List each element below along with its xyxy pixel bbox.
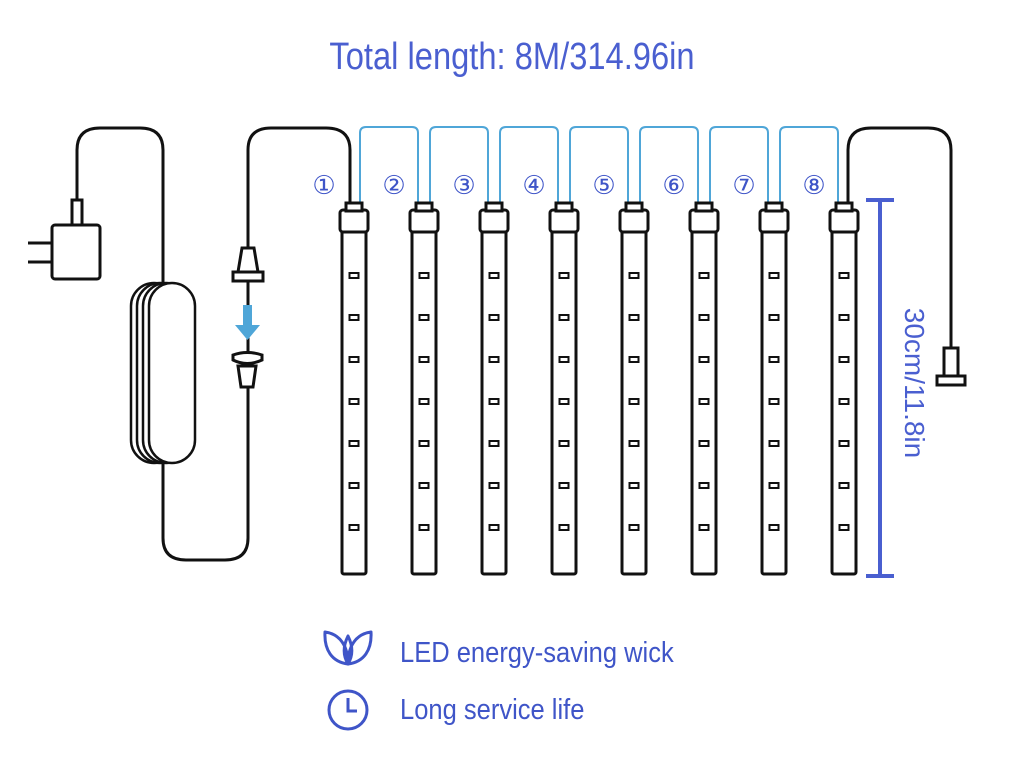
tube-number: ⑤ bbox=[592, 171, 615, 201]
led-tube bbox=[548, 201, 580, 576]
led-chip bbox=[698, 398, 710, 405]
link-wire bbox=[709, 126, 769, 204]
tube-number: ⑧ bbox=[802, 171, 825, 201]
link-wire bbox=[569, 126, 629, 204]
led-chip bbox=[698, 314, 710, 321]
led-tube bbox=[408, 201, 440, 576]
led-chip bbox=[488, 314, 500, 321]
led-chip bbox=[348, 356, 360, 363]
link-wire bbox=[359, 126, 419, 204]
led-tube bbox=[478, 201, 510, 576]
led-chip bbox=[768, 398, 780, 405]
led-chip bbox=[348, 272, 360, 279]
led-chip bbox=[488, 356, 500, 363]
cable-coil bbox=[129, 281, 197, 465]
led-chip bbox=[418, 524, 430, 531]
led-chip bbox=[348, 398, 360, 405]
led-chip bbox=[348, 314, 360, 321]
connect-arrow bbox=[235, 305, 260, 340]
end-connector bbox=[935, 346, 967, 387]
power-adapter bbox=[28, 198, 102, 281]
led-chip bbox=[558, 314, 570, 321]
led-chip bbox=[418, 314, 430, 321]
leaf-icon bbox=[323, 630, 373, 666]
clock-icon bbox=[327, 689, 369, 731]
led-chip bbox=[838, 524, 850, 531]
link-wire bbox=[499, 126, 559, 204]
tube-number: ④ bbox=[522, 171, 545, 201]
led-chip bbox=[418, 482, 430, 489]
led-chip bbox=[418, 272, 430, 279]
page-title: Total length: 8M/314.96in bbox=[329, 36, 695, 78]
led-chip bbox=[838, 314, 850, 321]
led-chip bbox=[698, 272, 710, 279]
led-chip bbox=[348, 524, 360, 531]
led-chip bbox=[838, 356, 850, 363]
led-tubes bbox=[338, 201, 860, 576]
tail-cable bbox=[846, 126, 953, 348]
led-tube bbox=[688, 201, 720, 576]
tube-number: ⑥ bbox=[662, 171, 685, 201]
dimension-label: 30cm/11.8in bbox=[899, 308, 930, 458]
led-chip bbox=[628, 398, 640, 405]
power-cable bbox=[75, 126, 352, 562]
led-chip bbox=[558, 440, 570, 447]
led-chip bbox=[838, 482, 850, 489]
tube-numbers: ① ② ③ ④ ⑤ ⑥ ⑦ ⑧ bbox=[312, 171, 825, 201]
led-chip bbox=[488, 482, 500, 489]
led-chip bbox=[628, 314, 640, 321]
led-chip bbox=[768, 482, 780, 489]
led-chip bbox=[558, 482, 570, 489]
link-wire bbox=[429, 126, 489, 204]
led-chip bbox=[558, 272, 570, 279]
led-chip bbox=[418, 440, 430, 447]
led-chip bbox=[488, 272, 500, 279]
tube-number: ⑦ bbox=[732, 171, 755, 201]
feature-service-life: Long service life bbox=[400, 694, 585, 726]
led-chip bbox=[838, 440, 850, 447]
led-chip bbox=[838, 272, 850, 279]
led-chip bbox=[348, 482, 360, 489]
link-wire bbox=[639, 126, 699, 204]
led-chip bbox=[628, 356, 640, 363]
led-tube bbox=[758, 201, 790, 576]
led-chip bbox=[558, 356, 570, 363]
led-chip bbox=[628, 524, 640, 531]
female-connector bbox=[231, 351, 264, 389]
feature-energy-saving: LED energy-saving wick bbox=[400, 637, 674, 669]
led-tube bbox=[338, 201, 370, 576]
link-wires bbox=[359, 126, 839, 204]
dimension-bar bbox=[866, 198, 894, 578]
led-chip bbox=[768, 272, 780, 279]
led-chip bbox=[628, 272, 640, 279]
led-chip bbox=[768, 314, 780, 321]
led-chip bbox=[628, 440, 640, 447]
link-wire bbox=[779, 126, 839, 204]
led-chip bbox=[698, 356, 710, 363]
led-chip bbox=[488, 398, 500, 405]
led-chip bbox=[698, 524, 710, 531]
led-chip bbox=[838, 398, 850, 405]
led-chip bbox=[628, 482, 640, 489]
tube-number: ① bbox=[312, 171, 335, 201]
led-chip bbox=[558, 524, 570, 531]
led-chip bbox=[348, 440, 360, 447]
led-chip bbox=[488, 524, 500, 531]
led-chip bbox=[488, 440, 500, 447]
led-chip bbox=[698, 440, 710, 447]
led-chip bbox=[768, 524, 780, 531]
led-chip bbox=[418, 356, 430, 363]
tube-number: ③ bbox=[452, 171, 475, 201]
led-chip bbox=[418, 398, 430, 405]
led-chip bbox=[768, 356, 780, 363]
led-chip bbox=[698, 482, 710, 489]
led-tube bbox=[828, 201, 860, 576]
tube-number: ② bbox=[382, 171, 405, 201]
led-chip bbox=[768, 440, 780, 447]
led-chip bbox=[558, 398, 570, 405]
led-tube bbox=[618, 201, 650, 576]
male-connector bbox=[231, 246, 265, 283]
